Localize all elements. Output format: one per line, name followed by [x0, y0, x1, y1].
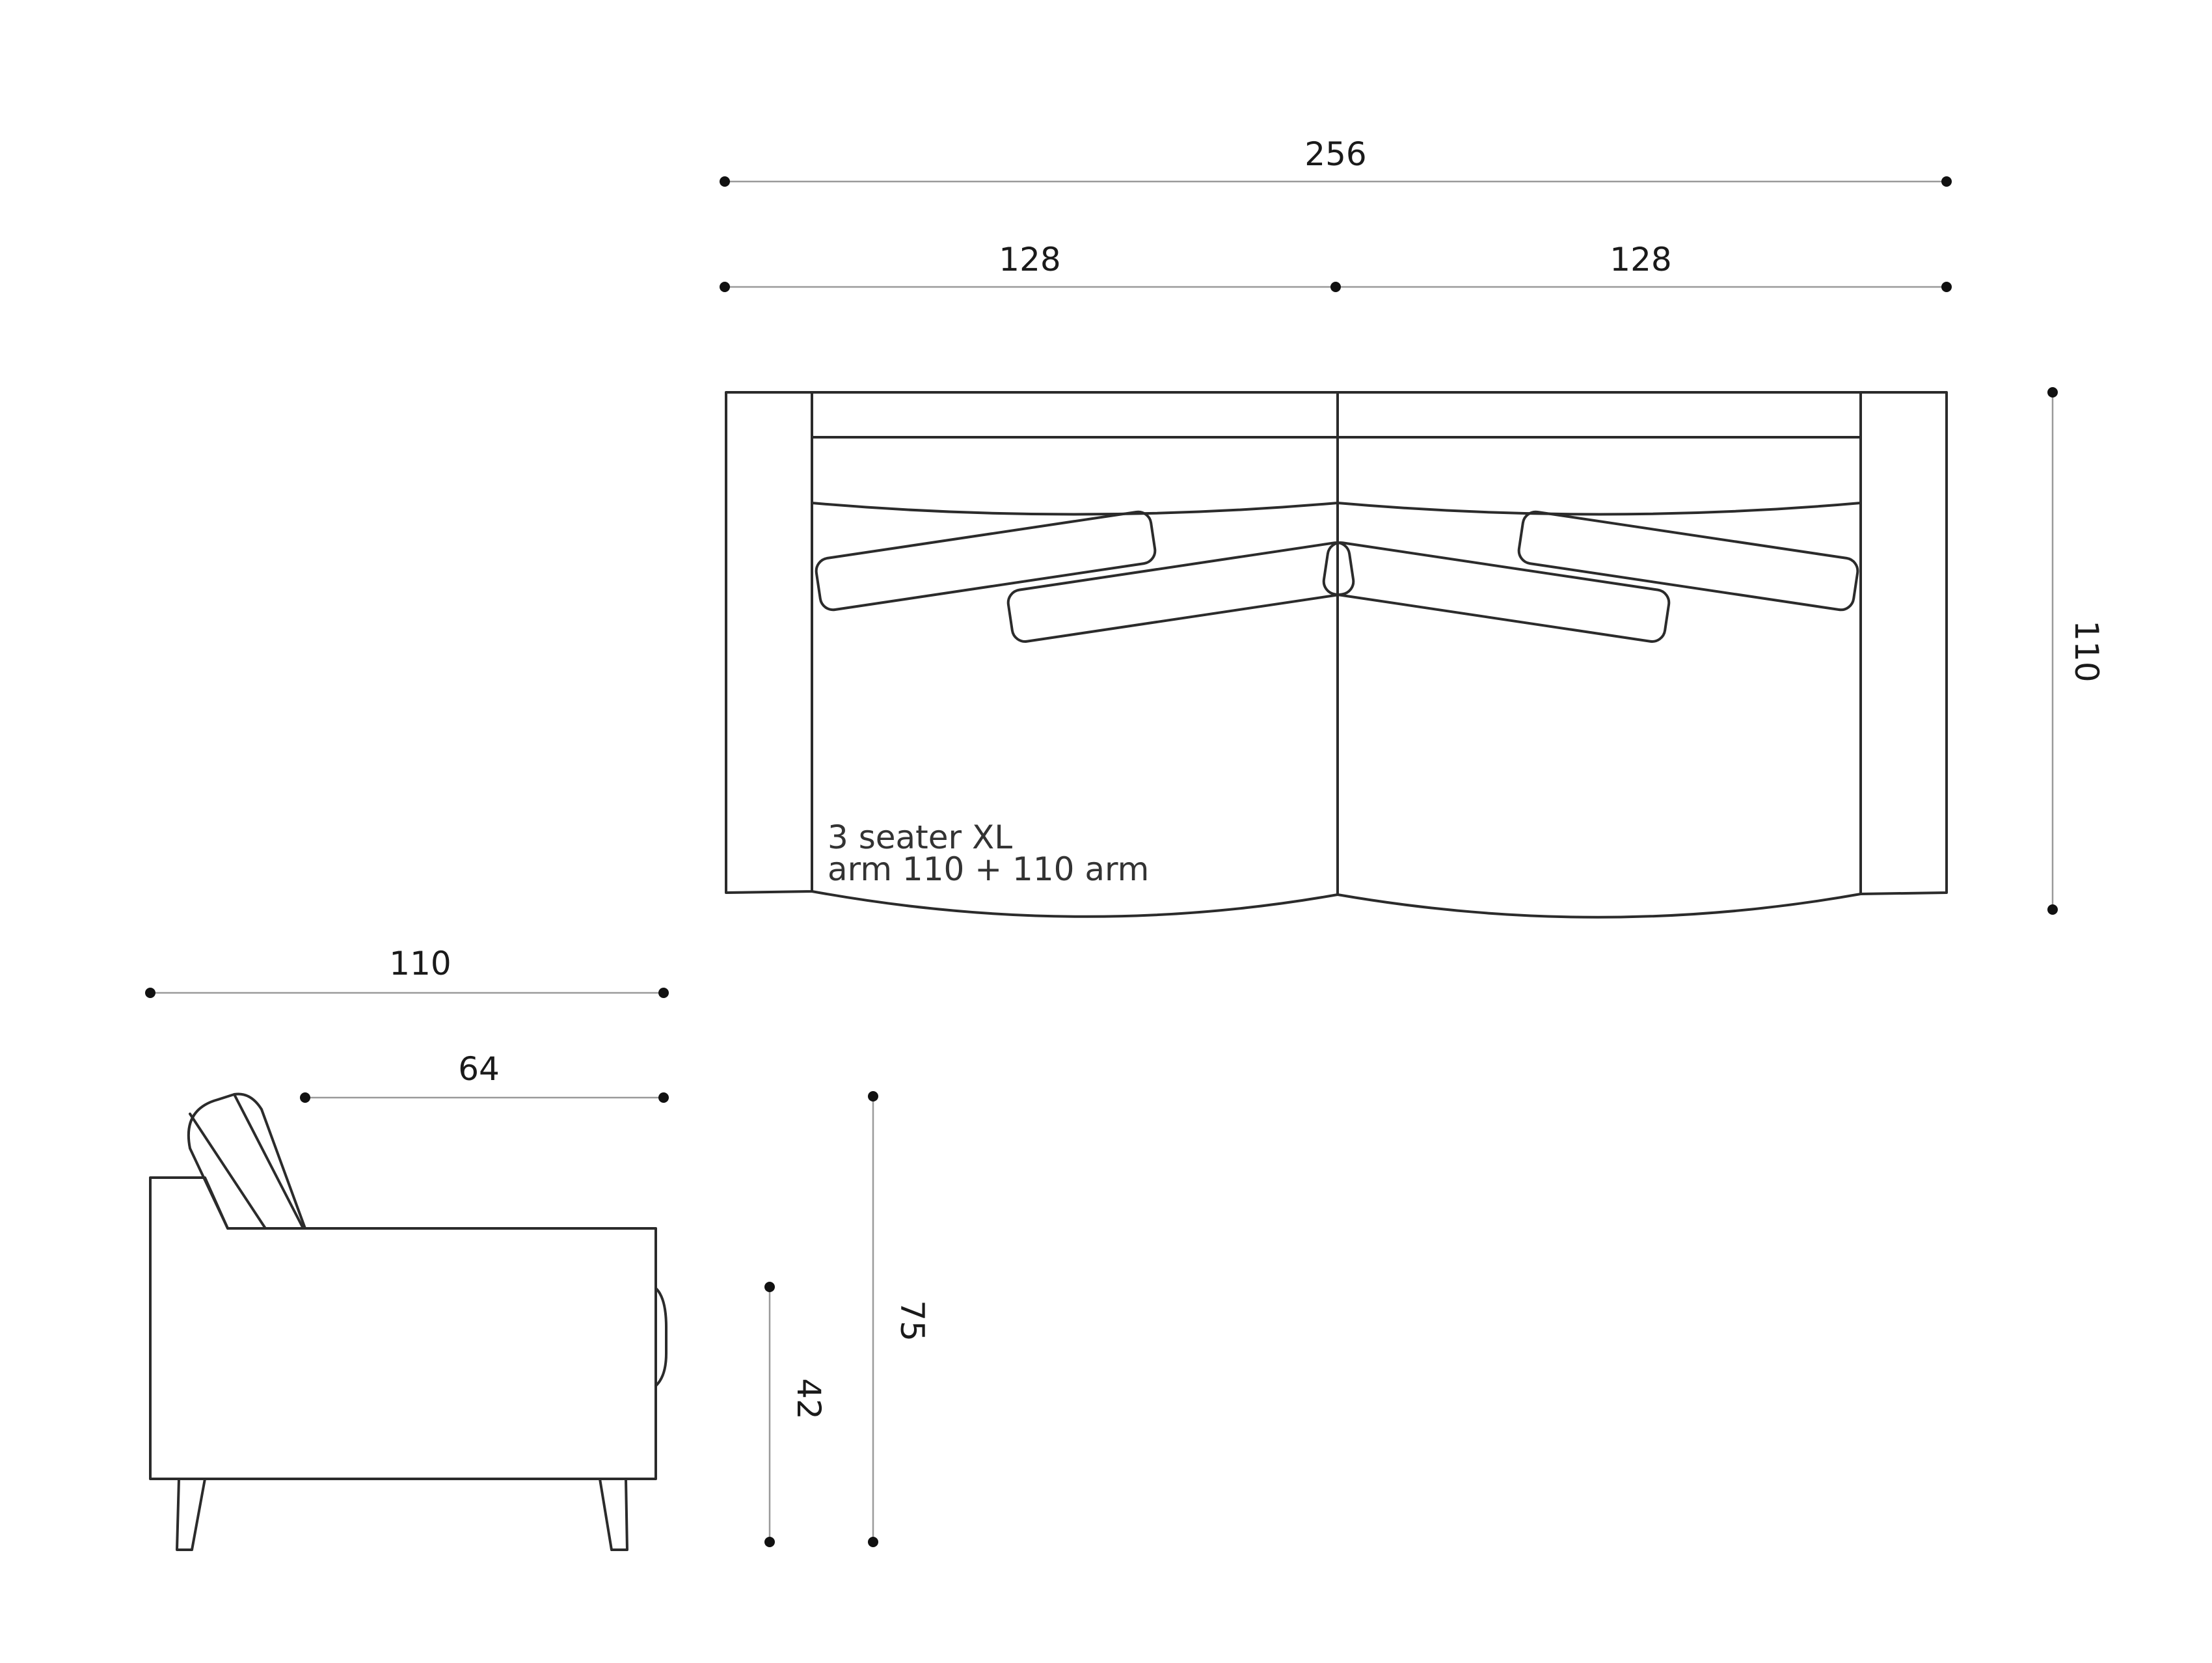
dim-label-top-depth: 110: [2068, 620, 2105, 682]
dim-top-depth: 110: [2047, 387, 2105, 915]
dim-total-height: 75: [868, 1091, 931, 1547]
left-arm: [725, 391, 813, 894]
dim-overall-width: 256: [720, 135, 1952, 187]
side-back-cushion: [187, 1092, 306, 1230]
dim-label-seat-height: 42: [790, 1378, 828, 1420]
model-configuration: arm 110 + 110 arm: [828, 850, 1149, 888]
dim-label-half-left: 128: [999, 241, 1060, 278]
side-leg-front: [599, 1478, 628, 1551]
dim-side-depth: 110: [145, 945, 669, 998]
side-leg-back: [176, 1478, 206, 1551]
dim-seat-depth: 64: [300, 1050, 669, 1103]
left-seat-front: [811, 890, 1339, 918]
right-arm: [1859, 391, 1948, 895]
model-name: 3 seater XL: [828, 818, 1012, 856]
dim-label-side-depth: 110: [389, 945, 451, 982]
sofa-top-view: 3 seater XL arm 110 + 110 arm: [725, 391, 1948, 919]
dim-label-total-height: 75: [893, 1300, 931, 1342]
dim-half-widths: 128 128: [720, 241, 1952, 292]
pillow-right-front: [1322, 541, 1671, 643]
dim-label-half-right: 128: [1610, 241, 1671, 278]
dim-seat-height: 42: [764, 1282, 828, 1547]
dim-label-overall-width: 256: [1304, 135, 1366, 173]
dim-label-seat-depth: 64: [458, 1050, 500, 1088]
pillow-left-back: [815, 510, 1157, 612]
pillow-left-front: [1006, 541, 1355, 643]
right-seat-front: [1336, 893, 1862, 919]
sofa-side-view: [149, 1092, 668, 1551]
pillow-right-back: [1517, 510, 1859, 612]
